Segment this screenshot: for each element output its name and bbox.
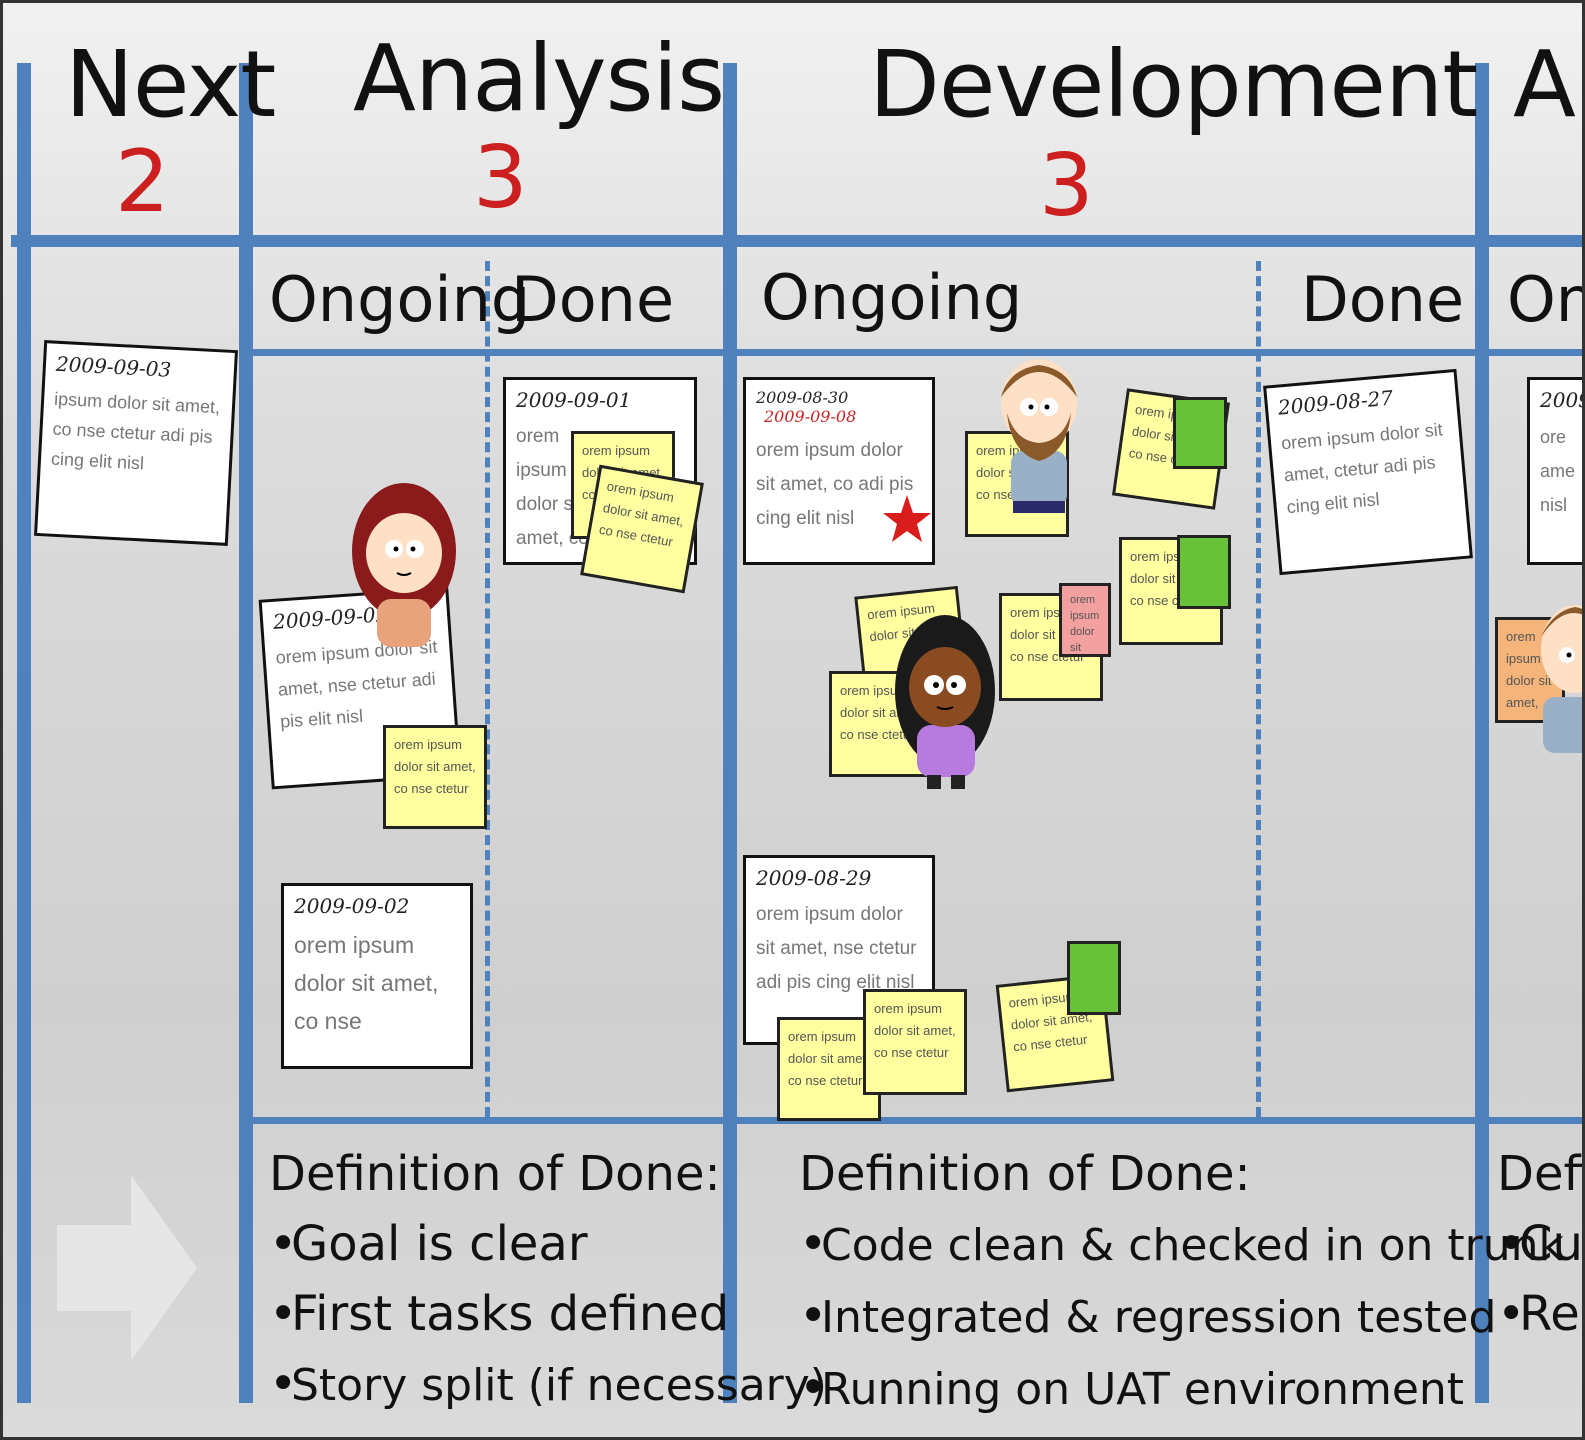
story-card[interactable]: 2009- ore ame nisl <box>1527 377 1582 565</box>
card-text: orem ipsum dolor sit amet, co adi pis ci… <box>756 440 914 529</box>
team-member-avatar-partial[interactable] <box>1533 593 1585 769</box>
wip-limit-next: 2 <box>115 132 170 232</box>
dod-item: •Story split (if necessary) <box>269 1356 827 1412</box>
card-text: orem ipsum dolor sit amet, co adi pis <box>516 426 589 549</box>
dod-item: •Cu <box>1497 1216 1583 1272</box>
team-member-avatar-dark-hair[interactable] <box>895 615 995 791</box>
acceptance-ongoing-label: On <box>1507 263 1582 336</box>
wip-limit-analysis: 3 <box>473 128 528 228</box>
blocker-green-marker[interactable] <box>1177 535 1231 609</box>
analysis-split-dashed-line <box>485 261 490 1117</box>
card-date: 2009-09-03 <box>55 351 172 382</box>
development-split-dashed-line <box>1256 261 1261 1117</box>
dod-item: •Code clean & checked in on trunk <box>799 1216 1564 1272</box>
card-date: 2009-08-30 <box>756 388 849 407</box>
dod-heading: Definition of Done: <box>269 1146 721 1202</box>
task-sticky-note[interactable]: orem ipsum dolor sit amet, co nse ctetur <box>863 989 967 1095</box>
task-sticky-note[interactable]: orem ipsum dolor sit amet, co nse ctetur <box>777 1017 881 1121</box>
card-date: 2009-08-29 <box>756 866 872 890</box>
analysis-ongoing-label: Ongoing <box>269 263 531 336</box>
definition-separator <box>251 1117 1582 1124</box>
team-member-avatar-red-hair[interactable] <box>349 481 459 651</box>
subheader-separator <box>251 349 1582 356</box>
card-date: 2009-09-02 <box>294 894 410 918</box>
story-card[interactable]: 2009-08-27 orem ipsum dolor sit amet, ct… <box>1263 368 1473 576</box>
story-card[interactable]: 2009-09-02 orem ipsum dolor sit amet, co… <box>281 883 473 1069</box>
column-title-acceptance: A <box>1513 31 1576 138</box>
board-left-border <box>17 63 31 1403</box>
dod-heading: Defi <box>1497 1146 1585 1202</box>
dod-item: •Goal is clear <box>269 1216 588 1272</box>
blocker-green-marker[interactable] <box>1173 397 1227 469</box>
card-text: orem ipsum dolor sit amet, nse ctetur ad… <box>756 904 917 993</box>
arrow-right-icon <box>57 1175 197 1361</box>
column-divider-analysis-development <box>723 63 737 1403</box>
dod-item: •Running on UAT environment <box>799 1360 1465 1416</box>
card-date: 2009- <box>1540 388 1582 412</box>
definition-of-done-analysis: Definition of Done: •Goal is clear •Firs… <box>269 1139 827 1421</box>
column-title-development: Development <box>869 31 1478 138</box>
task-sticky-note[interactable]: orem ipsum dolor sit amet, co nse ctetur <box>580 464 704 594</box>
development-ongoing-label: Ongoing <box>761 261 1023 334</box>
story-card[interactable]: 2009-09-03 ipsum dolor sit amet, co nse … <box>34 340 238 546</box>
card-text: orem ipsum dolor sit amet, co nse <box>294 932 439 1034</box>
priority-star-icon <box>883 495 931 542</box>
development-done-label: Done <box>1301 263 1465 336</box>
column-divider-next-analysis <box>239 63 253 1403</box>
column-divider-development-acceptance <box>1475 63 1489 1403</box>
card-text: ipsum dolor sit amet, co nse ctetur adi … <box>50 388 221 474</box>
card-due-date: 2009-09-08 <box>764 407 857 426</box>
dod-heading: Definition of Done: <box>799 1146 1251 1202</box>
card-date: 2009-08-27 <box>1276 385 1394 420</box>
blocker-green-marker[interactable] <box>1067 941 1121 1015</box>
header-separator <box>11 235 1582 247</box>
task-sticky-note[interactable]: orem ipsum dolor sit amet, co nse ctetur <box>383 725 487 829</box>
story-card[interactable]: 2009-08-29 orem ipsum dolor sit amet, ns… <box>743 855 935 1045</box>
column-title-next: Next <box>65 31 276 138</box>
dod-item: •Re <box>1497 1286 1580 1342</box>
wip-limit-development: 3 <box>1039 136 1094 236</box>
column-title-analysis: Analysis <box>353 25 725 132</box>
card-text: orem ipsum dolor sit amet, ctetur adi pi… <box>1280 419 1444 518</box>
definition-of-done-development: Definition of Done: •Code clean & checke… <box>799 1139 1564 1425</box>
definition-of-done-acceptance: Defi •Cu •Re <box>1497 1139 1585 1349</box>
dod-item: •Integrated & regression tested <box>799 1288 1497 1344</box>
impediment-sticky-note[interactable]: orem ipsum dolor sit amet, co nse ctetur <box>1059 583 1111 657</box>
team-member-avatar-bearded[interactable] <box>997 351 1081 521</box>
card-date: 2009-09-01 <box>516 388 632 412</box>
card-text: ore ame nisl <box>1540 427 1576 515</box>
analysis-done-label: Done <box>511 263 675 336</box>
dod-item: •First tasks defined <box>269 1286 730 1342</box>
